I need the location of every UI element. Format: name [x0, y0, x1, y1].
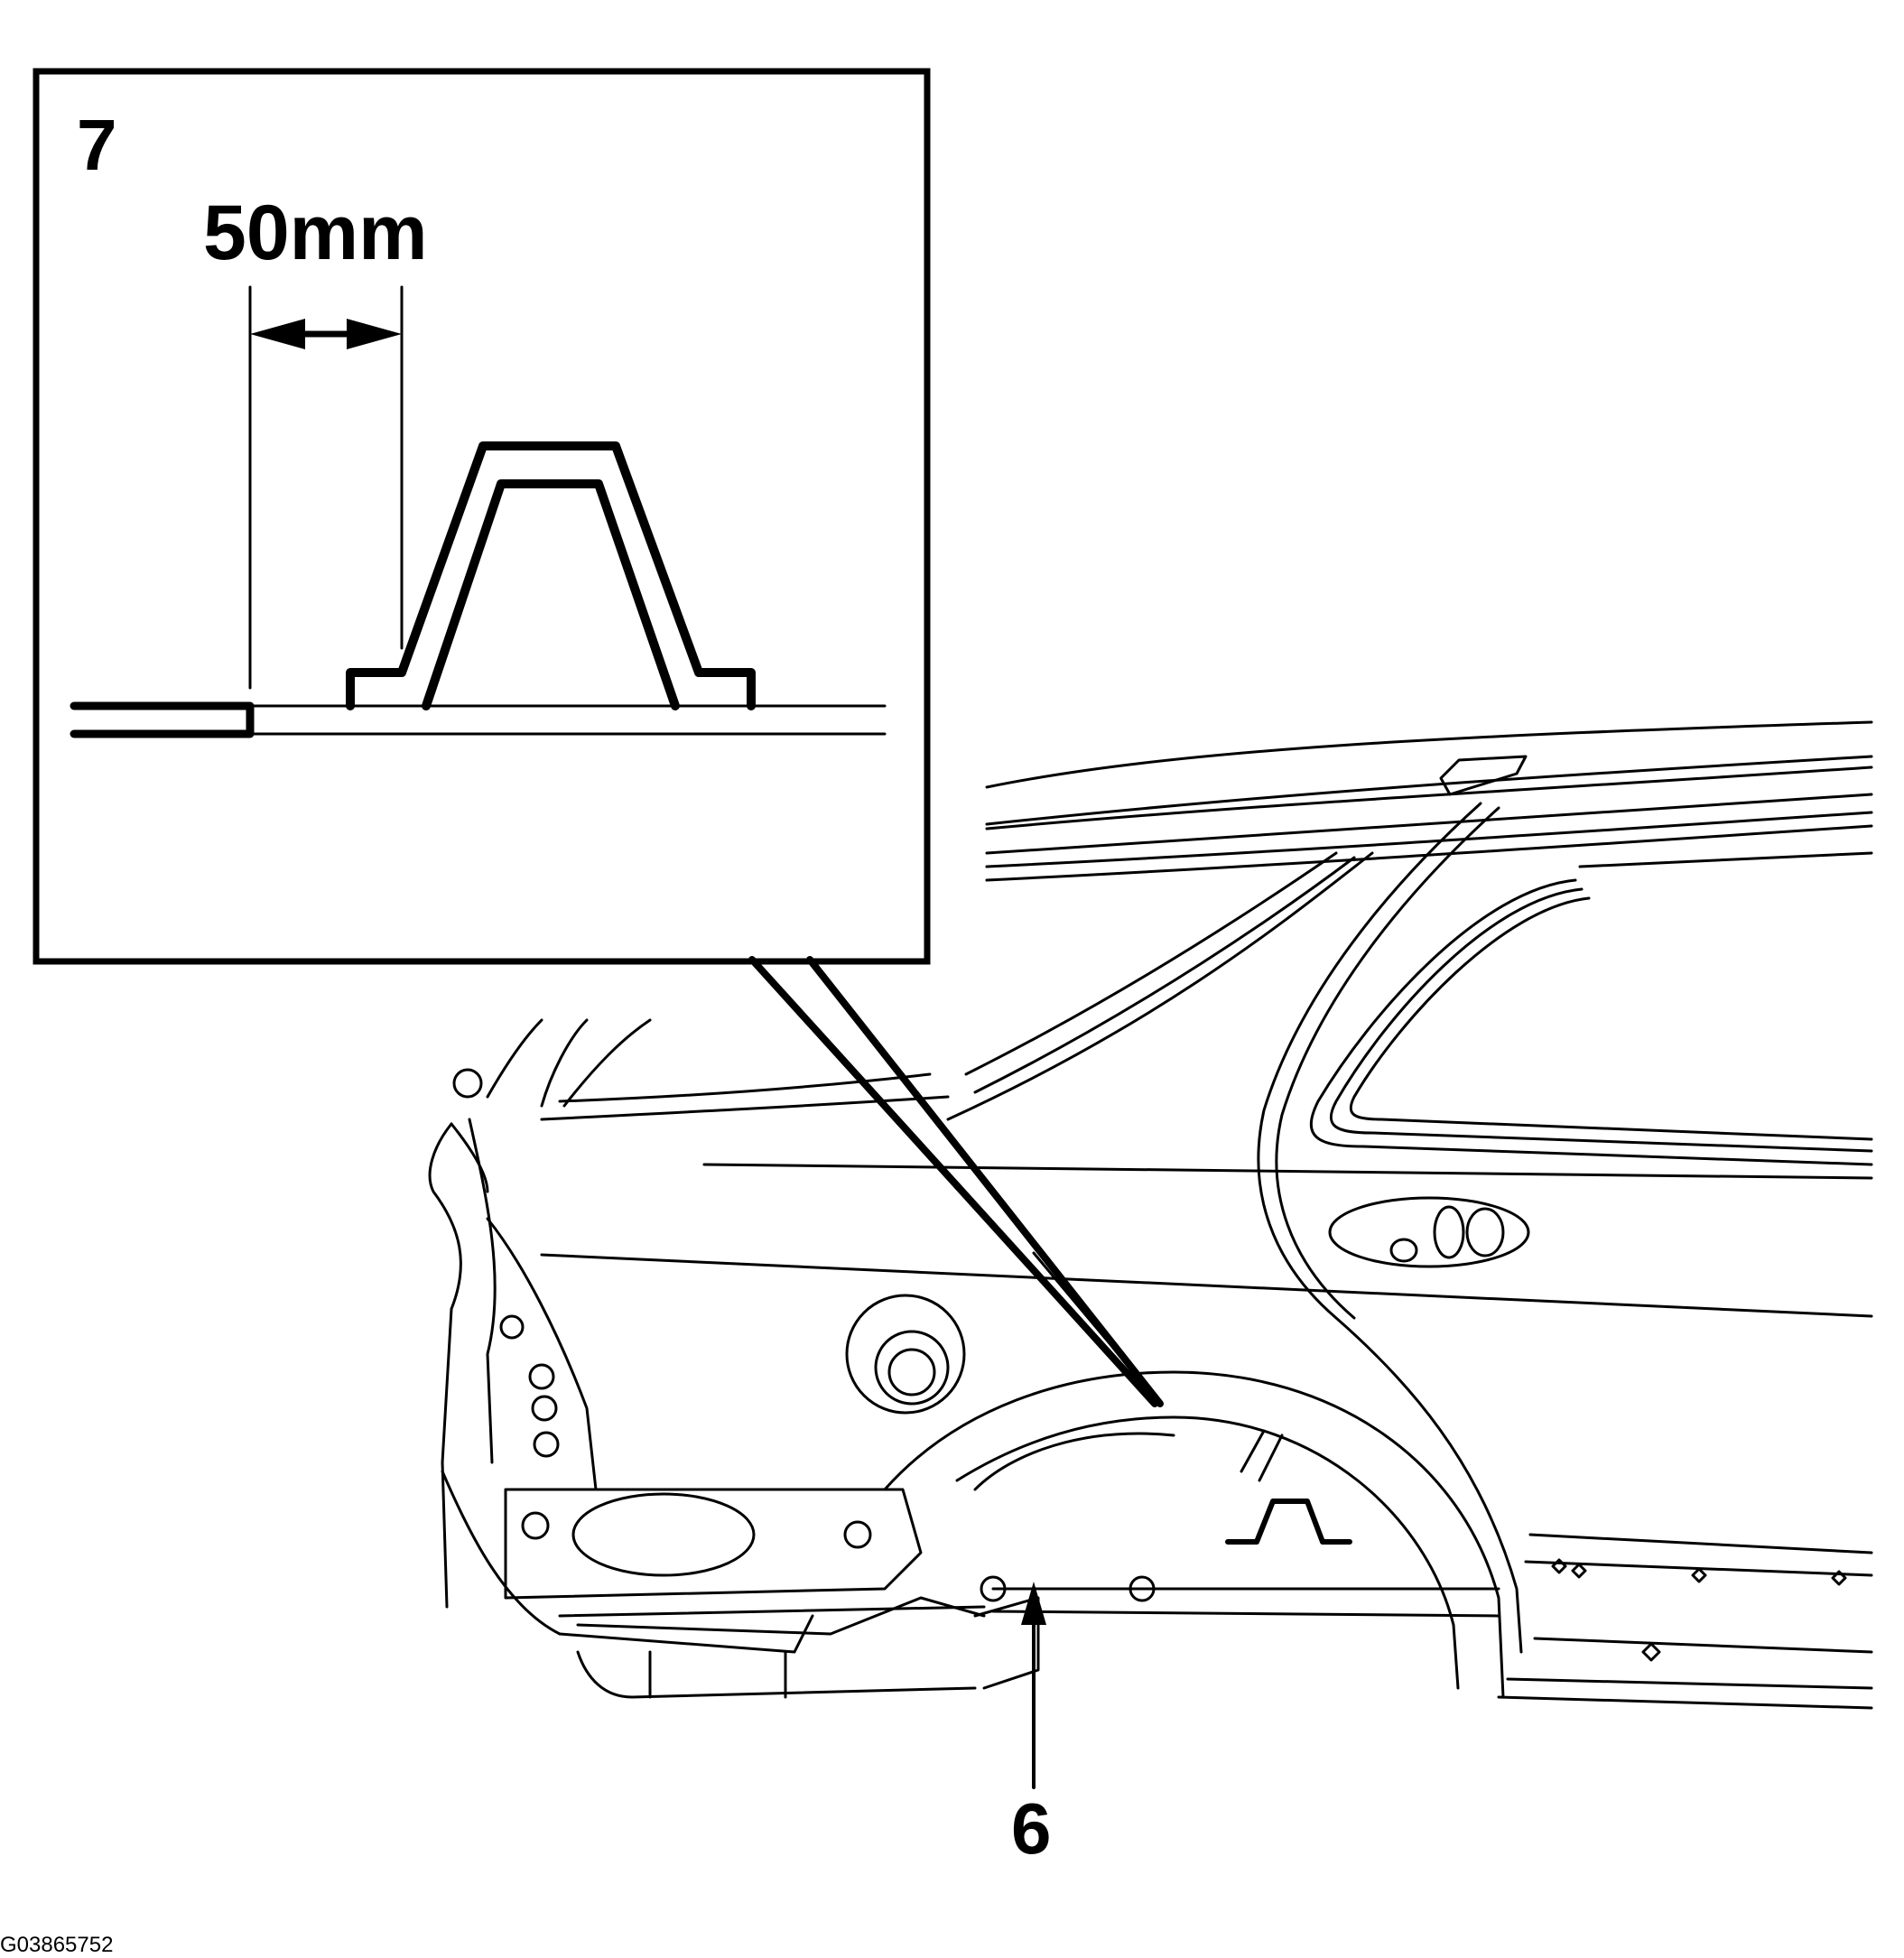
dimension-arrow	[250, 319, 402, 349]
callout-arrow	[1021, 1582, 1046, 1789]
hat-section-outer	[346, 441, 756, 710]
hat-profile-on-car	[1225, 1499, 1352, 1545]
overlap-flange	[70, 701, 255, 738]
figure-id: G03865752	[0, 1933, 113, 1957]
callout-step-label: 6	[1011, 1788, 1052, 1869]
car-body	[428, 720, 1873, 1710]
hat-section-inner	[422, 479, 680, 710]
dimension-label: 50mm	[203, 190, 428, 276]
inset-detail: 7 50mm	[33, 68, 931, 965]
inset-step-label: 7	[77, 105, 117, 185]
inset-frame	[33, 68, 931, 965]
